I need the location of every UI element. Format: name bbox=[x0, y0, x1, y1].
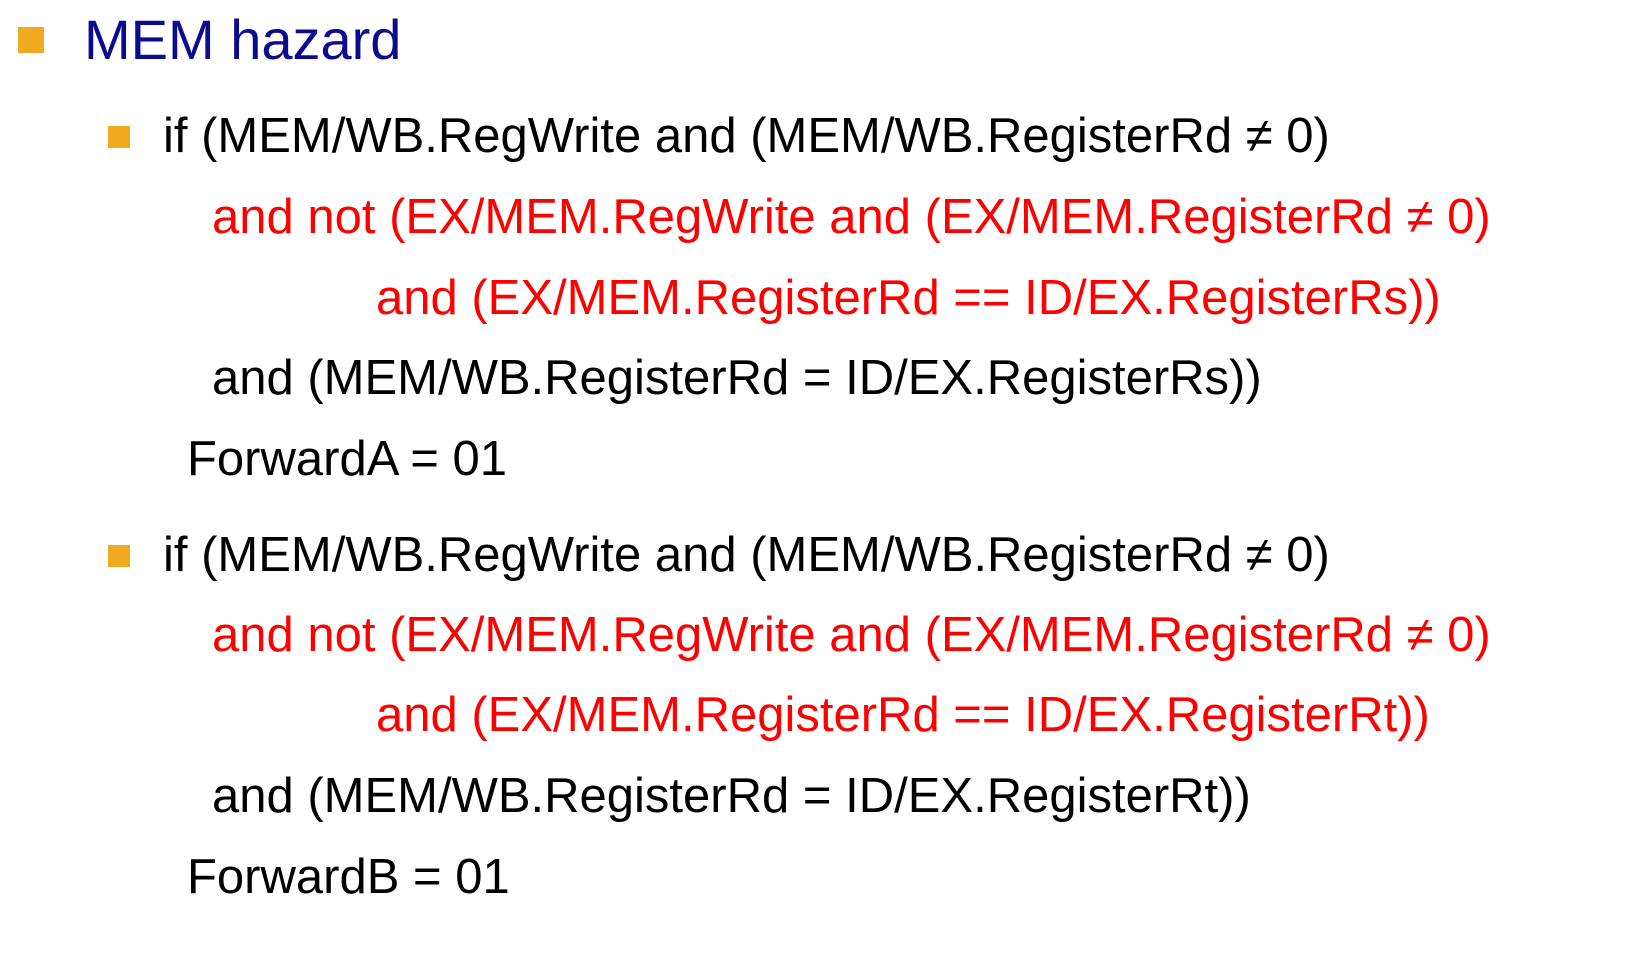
condition-line-if: if (MEM/WB.RegWrite and (MEM/WB.Register… bbox=[163, 109, 1330, 163]
bullet-icon bbox=[108, 126, 130, 148]
bullet-icon bbox=[108, 545, 130, 567]
condition-line-memwb-match: and (MEM/WB.RegisterRd = ID/EX.RegisterR… bbox=[212, 769, 1251, 823]
forward-assignment: ForwardB = 01 bbox=[187, 850, 510, 904]
condition-line-memwb-match: and (MEM/WB.RegisterRd = ID/EX.RegisterR… bbox=[212, 351, 1262, 405]
condition-line-exmem-match: and (EX/MEM.RegisterRd == ID/EX.Register… bbox=[376, 271, 1441, 325]
condition-line-exmem-match: and (EX/MEM.RegisterRd == ID/EX.Register… bbox=[376, 688, 1430, 742]
condition-line-and-not: and not (EX/MEM.RegWrite and (EX/MEM.Reg… bbox=[212, 608, 1491, 662]
condition-line-and-not: and not (EX/MEM.RegWrite and (EX/MEM.Reg… bbox=[212, 190, 1491, 244]
forward-assignment: ForwardA = 01 bbox=[187, 432, 508, 486]
title-bullet-icon bbox=[18, 27, 44, 53]
slide-title: MEM hazard bbox=[84, 8, 402, 71]
condition-line-if: if (MEM/WB.RegWrite and (MEM/WB.Register… bbox=[163, 528, 1330, 582]
